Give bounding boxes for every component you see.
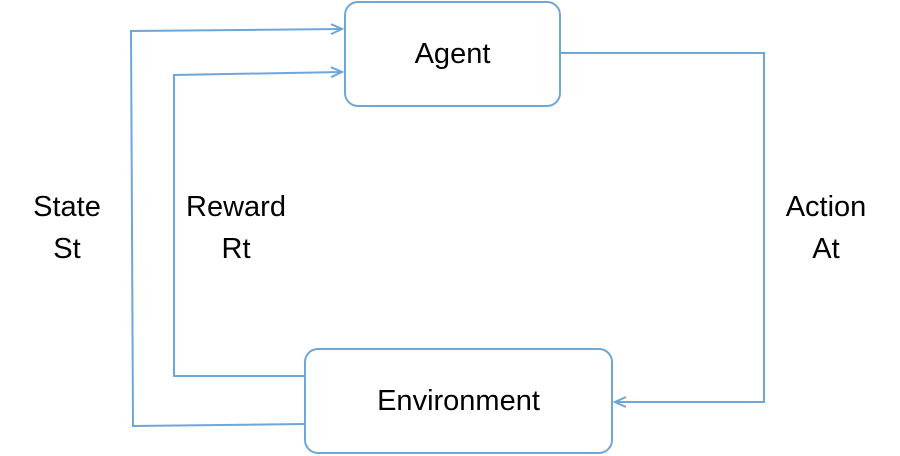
agent-node: Agent [344, 1, 561, 107]
action-arrow [561, 52, 765, 402]
reward-edge-label: Reward Rt [170, 186, 302, 270]
state-symbol: St [53, 233, 81, 265]
state-arrow [129, 29, 342, 428]
action-edge-label: Action At [770, 186, 882, 270]
reward-symbol: Rt [221, 233, 251, 265]
state-edge-label: State St [20, 186, 114, 270]
action-name: Action [785, 191, 867, 223]
agent-label: Agent [414, 37, 491, 70]
reward-arrow [173, 72, 342, 377]
environment-node: Environment [304, 348, 613, 454]
state-name: State [33, 191, 101, 223]
action-symbol: At [812, 233, 840, 265]
reward-name: Reward [186, 191, 286, 223]
environment-label: Environment [377, 384, 540, 417]
